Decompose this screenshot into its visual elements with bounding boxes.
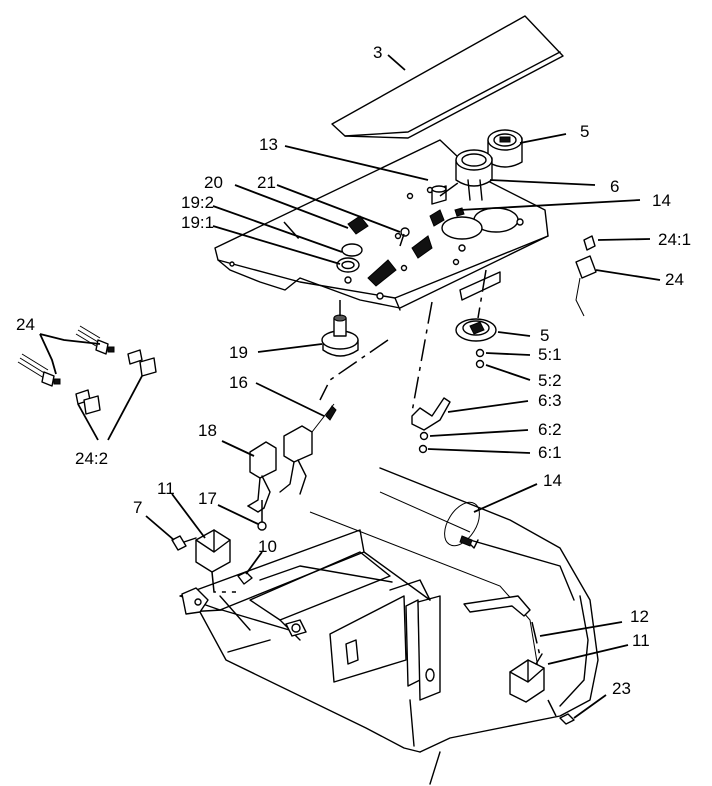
ignition-ring-19-2 xyxy=(341,243,363,257)
callout-19: 19 xyxy=(229,343,248,362)
callout-6-3: 6:3 xyxy=(538,391,562,410)
callout-24-2: 24:2 xyxy=(75,449,108,468)
frame xyxy=(179,467,599,785)
callout-18: 18 xyxy=(198,421,217,440)
callout-21: 21 xyxy=(257,173,276,192)
plug-13 xyxy=(431,185,447,205)
cable-tie-14 xyxy=(444,501,480,549)
bolt-23 xyxy=(559,713,575,725)
bracket-6-3 xyxy=(411,397,451,454)
screw-7 xyxy=(171,535,197,551)
callout-5-1: 5:1 xyxy=(538,345,562,364)
cover-plate xyxy=(331,15,564,139)
gauge-hourmeter xyxy=(487,129,523,168)
callout-17: 17 xyxy=(198,489,217,508)
ignition-switch xyxy=(321,314,359,357)
screw-21 xyxy=(400,227,410,237)
hourmeter-lower xyxy=(455,318,497,369)
bolt-17 xyxy=(257,521,267,531)
callout-6-top: 6 xyxy=(610,177,619,196)
callout-5-top: 5 xyxy=(580,122,589,141)
harness-right xyxy=(575,235,597,317)
callout-19-1: 19:1 xyxy=(181,213,214,232)
switch-20 xyxy=(347,215,369,235)
callout-6-2: 6:2 xyxy=(538,420,562,439)
switch-11-left xyxy=(195,529,231,573)
relay-16 xyxy=(279,403,337,495)
callout-23: 23 xyxy=(612,679,631,698)
callout-5-2: 5:2 xyxy=(538,371,562,390)
harness-left xyxy=(17,325,157,415)
callouts: 3 5 6 13 14 20 21 19:2 19:1 24:1 24 24 1… xyxy=(16,43,691,698)
callout-13: 13 xyxy=(259,135,278,154)
callout-3: 3 xyxy=(373,43,382,62)
callout-19-2: 19:2 xyxy=(181,193,214,212)
callout-11-right: 11 xyxy=(632,631,650,650)
callout-6-1: 6:1 xyxy=(538,443,562,462)
switch-11-right xyxy=(509,653,545,703)
assembly-lines xyxy=(211,179,557,717)
callout-10: 10 xyxy=(258,537,277,556)
callout-20: 20 xyxy=(204,173,223,192)
leader-lines xyxy=(39,54,661,719)
callout-7: 7 xyxy=(133,498,142,517)
callout-11-left: 11 xyxy=(157,479,175,498)
callout-14-top: 14 xyxy=(652,191,671,210)
relay-18 xyxy=(247,441,277,513)
callout-16: 16 xyxy=(229,373,248,392)
callout-14-lower: 14 xyxy=(543,471,562,490)
callout-24-right: 24 xyxy=(665,270,684,289)
gauge-fuel xyxy=(455,149,493,201)
callout-24-1: 24:1 xyxy=(658,230,691,249)
bracket-12 xyxy=(463,595,531,617)
callout-5-lower: 5 xyxy=(540,326,549,345)
callout-24-left: 24 xyxy=(16,315,35,334)
callout-12: 12 xyxy=(630,607,649,626)
ignition-nut-19-1 xyxy=(336,257,360,273)
